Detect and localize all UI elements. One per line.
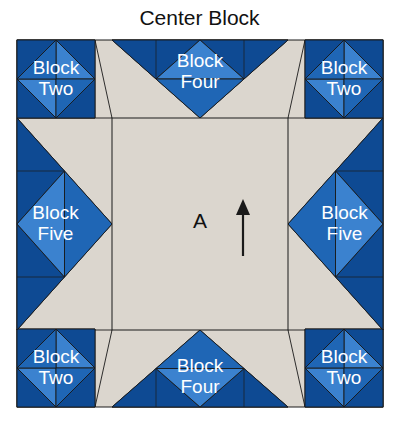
block-label: Block Five bbox=[316, 203, 374, 245]
point-triangle bbox=[112, 40, 288, 118]
seam-line bbox=[17, 171, 65, 172]
block-two-square bbox=[17, 329, 95, 407]
quilt-block: Block Four bbox=[112, 40, 288, 118]
block-label: Block Two bbox=[27, 58, 85, 100]
block-label: Block Five bbox=[27, 203, 85, 245]
block-label: Block Two bbox=[27, 347, 85, 389]
seam-line bbox=[336, 277, 384, 278]
quilt-block: Block Two bbox=[305, 329, 383, 407]
center-patch: A bbox=[112, 118, 288, 330]
block-two-square bbox=[305, 40, 383, 118]
block-label: Block Two bbox=[315, 58, 373, 100]
grain-arrow bbox=[242, 212, 244, 256]
quilt-block: Block Five bbox=[298, 118, 383, 330]
block-two-diamond bbox=[305, 329, 383, 407]
quilt-block: Block Four bbox=[112, 329, 288, 407]
block-label: Block Four bbox=[171, 51, 229, 93]
block-two-diamond bbox=[305, 40, 383, 118]
point-triangle bbox=[288, 118, 383, 330]
seam-line bbox=[244, 40, 245, 79]
seam-line bbox=[156, 369, 157, 408]
block-two-square bbox=[17, 40, 95, 118]
point-triangle bbox=[17, 118, 112, 330]
seam-line bbox=[336, 171, 384, 172]
quilt-block: Block Two bbox=[17, 40, 95, 118]
seam-line bbox=[288, 330, 305, 407]
block-label: Block Four bbox=[171, 356, 229, 398]
seam-line bbox=[95, 40, 112, 118]
block-two-diamond bbox=[17, 329, 95, 407]
block-label: Block Two bbox=[315, 347, 373, 389]
point-triangle bbox=[112, 330, 288, 407]
seam-line bbox=[156, 40, 157, 79]
seam-line bbox=[17, 277, 65, 278]
quilt-block: Block Two bbox=[17, 329, 95, 407]
center-square bbox=[112, 118, 288, 330]
quilt-block: Block Two bbox=[305, 40, 383, 118]
seam-line bbox=[288, 40, 305, 118]
block-two-square bbox=[305, 329, 383, 407]
diagram-title: Center Block bbox=[0, 6, 399, 30]
seam-line bbox=[95, 330, 112, 407]
block-ground bbox=[17, 40, 383, 407]
grain-arrowhead bbox=[236, 199, 250, 215]
block-two-diamond bbox=[17, 40, 95, 118]
seam-line bbox=[244, 369, 245, 408]
patch-letter: A bbox=[193, 209, 207, 232]
quilt-block: Block Five bbox=[17, 118, 102, 330]
